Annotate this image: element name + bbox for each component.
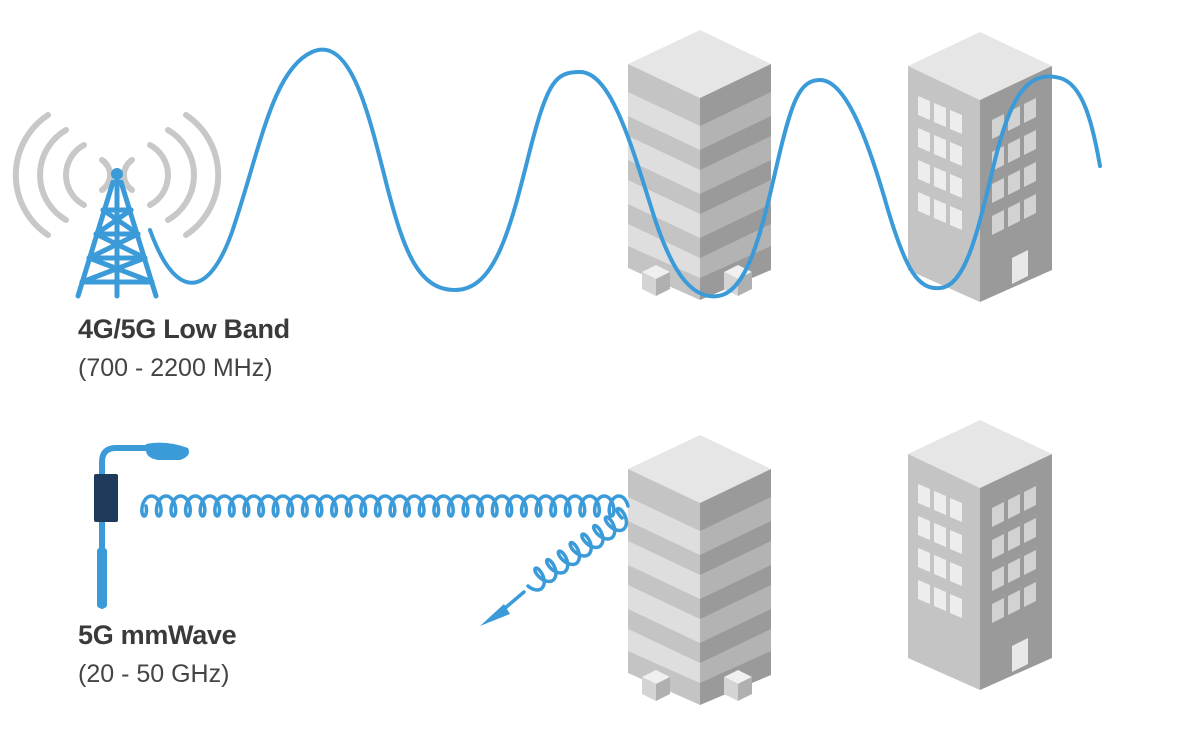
cell-tower-icon <box>78 168 156 296</box>
mmwave-wave <box>142 496 628 516</box>
office-building-icon <box>908 420 1052 690</box>
arrow-icon <box>480 592 524 626</box>
street-light-small-cell-icon <box>94 443 189 608</box>
mmwave-range: (20 - 50 GHz) <box>78 660 229 689</box>
office-building-icon <box>908 32 1052 302</box>
mmwave-title: 5G mmWave <box>78 620 236 651</box>
office-building-icon <box>628 435 771 705</box>
low-band-range: (700 - 2200 MHz) <box>78 354 273 383</box>
low-band-title: 4G/5G Low Band <box>78 314 290 345</box>
mmwave-reflected-wave <box>528 509 626 590</box>
